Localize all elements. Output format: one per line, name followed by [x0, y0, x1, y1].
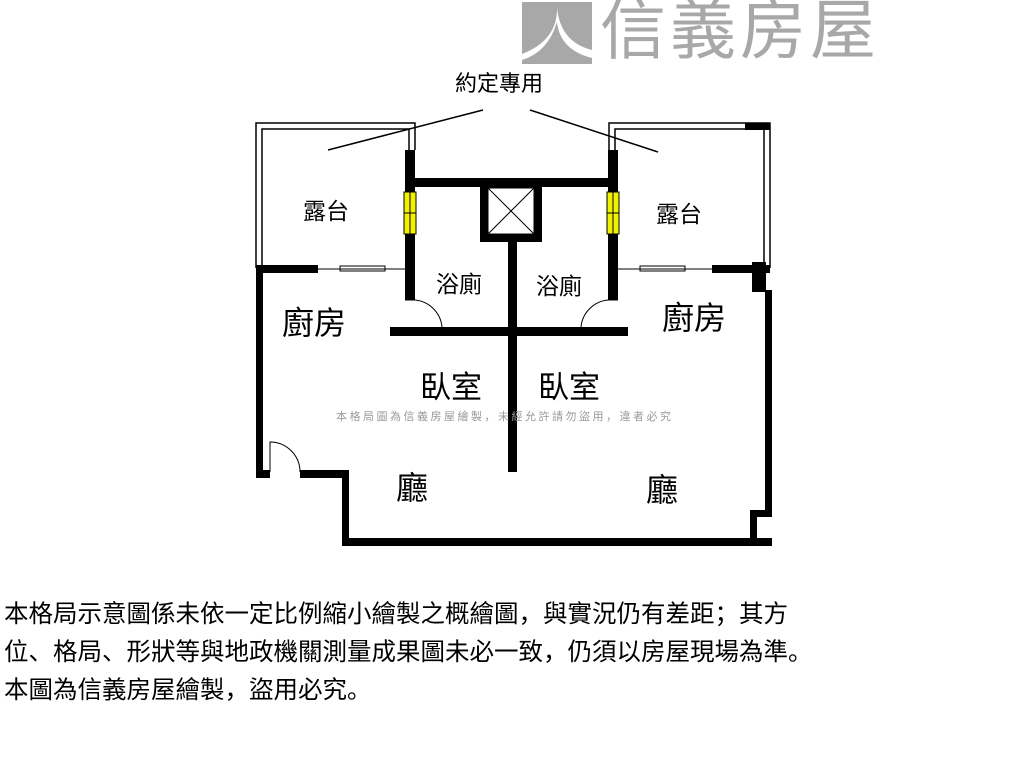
watermark-notice: 本格局圖為信義房屋繪製，未經允許請勿盜用，違者必究: [336, 410, 674, 423]
label-bedroom-right: 臥室: [538, 370, 600, 406]
windows: [403, 191, 620, 235]
label-living-right: 廳: [646, 471, 679, 509]
label-kitchen-right: 廚房: [662, 299, 727, 337]
label-bedroom-left: 臥室: [420, 370, 482, 406]
label-balcony-left: 露台: [303, 199, 349, 225]
elevator-shaft: [487, 187, 535, 235]
doors: [269, 265, 712, 473]
label-kitchen-left: 廚房: [282, 304, 347, 342]
watermark-logo: [522, 2, 592, 64]
disclaimer-line: 本格局示意圖係未依一定比例縮小繪製之概繪圖，與實況仍有差距；其方: [4, 599, 788, 628]
watermark-brand: 信義房屋: [600, 0, 880, 69]
disclaimer: 本格局示意圖係未依一定比例縮小繪製之概繪圖，與實況仍有差距；其方 位、格局、形狀…: [4, 595, 1024, 709]
label-bath-left: 浴廁: [436, 272, 482, 298]
label-exclusive-use: 約定專用: [455, 72, 544, 97]
label-bath-right: 浴廁: [536, 274, 582, 300]
label-balcony-right: 露台: [656, 202, 702, 228]
disclaimer-line: 本圖為信義房屋繪製，盜用必究。: [4, 675, 372, 704]
label-living-left: 廳: [396, 469, 429, 507]
disclaimer-line: 位、格局、形狀等與地政機關測量成果圖未必一致，仍須以房屋現場為準。: [4, 637, 813, 666]
exclusive-use-pointer: [327, 109, 659, 153]
